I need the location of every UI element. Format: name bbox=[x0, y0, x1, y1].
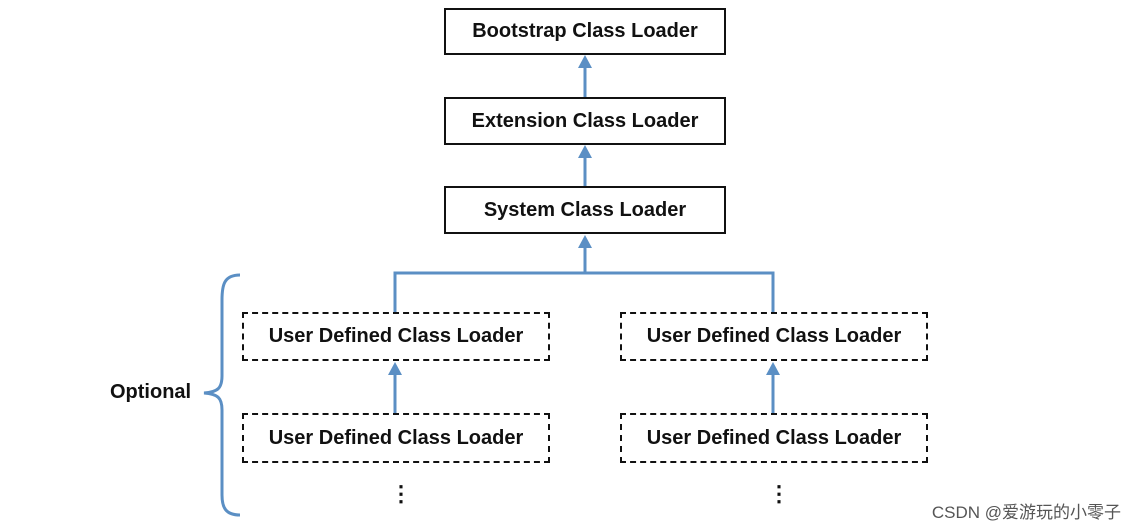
user-defined-loader-right-top: User Defined Class Loader bbox=[620, 312, 928, 361]
arrowhead-left-user bbox=[388, 362, 402, 375]
bootstrap-class-loader-box: Bootstrap Class Loader bbox=[444, 8, 726, 55]
optional-label: Optional bbox=[110, 381, 192, 403]
user-defined-loader-label: User Defined Class Loader bbox=[646, 325, 902, 347]
user-defined-loader-left-bottom: User Defined Class Loader bbox=[242, 413, 550, 463]
arrowhead-extension bbox=[578, 145, 592, 158]
user-defined-loader-right-bottom: User Defined Class Loader bbox=[620, 413, 928, 463]
user-defined-loader-left-top: User Defined Class Loader bbox=[242, 312, 550, 361]
extension-class-loader-box: Extension Class Loader bbox=[444, 97, 726, 145]
extension-class-loader-label: Extension Class Loader bbox=[471, 109, 699, 132]
continuation-dots-left: ⋮ bbox=[390, 481, 412, 506]
user-defined-loader-label: User Defined Class Loader bbox=[268, 325, 524, 347]
system-class-loader-box: System Class Loader bbox=[444, 186, 726, 234]
optional-brace bbox=[203, 273, 241, 517]
arrowhead-right-user bbox=[766, 362, 780, 375]
user-defined-loader-label: User Defined Class Loader bbox=[268, 426, 524, 449]
bootstrap-class-loader-label: Bootstrap Class Loader bbox=[472, 20, 698, 42]
system-class-loader-label: System Class Loader bbox=[483, 198, 687, 221]
arrowhead-bootstrap bbox=[578, 55, 592, 68]
branch-to-system bbox=[393, 271, 775, 312]
watermark-text: CSDN @爱游玩的小零子 bbox=[931, 503, 1121, 522]
arrowhead-system bbox=[578, 235, 592, 248]
user-defined-loader-label: User Defined Class Loader bbox=[646, 426, 902, 449]
continuation-dots-right: ⋮ bbox=[768, 481, 790, 506]
